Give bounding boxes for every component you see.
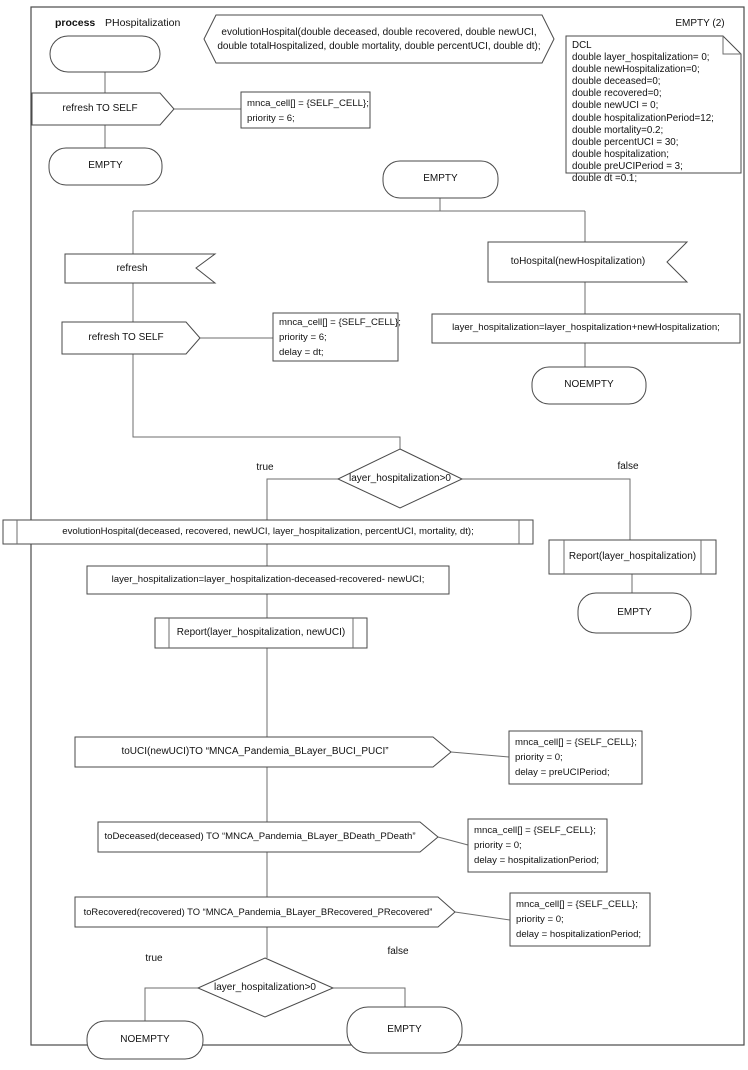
dcl-note-fold [722,36,741,55]
branch-false-2-label: false [387,946,409,957]
dcl-text: DCL double layer_hospitalization= 0; dou… [572,40,714,185]
input-refresh-shape [64,253,217,284]
task-subtract-shape [86,565,450,595]
dcl-line: double newHospitalization=0; [572,64,700,76]
comment-5-text: mnca_cell[] = {SELF_CELL}; priority = 0;… [516,897,641,942]
decision-2-label: layer_hospitalization>0 [213,982,316,993]
procedure-evolution-label: evolutionHospital(deceased, recovered, n… [62,526,474,537]
output-refresh-to-self-2-shape [61,321,201,355]
dcl-line: double preUCIPeriod = 3; [572,160,683,172]
dcl-note-shape [565,35,742,174]
dcl-line: double hospitalization; [572,148,669,160]
procedure-report1-shape [548,539,717,575]
dcl-line: double recovered=0; [572,88,662,100]
procedure-report2-shape [154,617,368,649]
procedure-signature-text: evolutionHospital(double deceased, doubl… [206,26,552,53]
state-noempty-right-shape [531,366,647,405]
dcl-line: double mortality=0.2; [572,124,664,136]
output-refresh-to-self-2-label: refresh TO SELF [88,332,164,343]
state-empty-false-label: EMPTY [617,607,652,618]
dcl-line: DCL [572,40,592,51]
state-noempty-bottom-shape [86,1020,204,1060]
comment-line: mnca_cell[] = {SELF_CELL}; [516,899,638,910]
state-empty-bottom-label: EMPTY [387,1024,422,1035]
procedure-evolution-shape [2,519,534,545]
output-todeceased-label: toDeceased(deceased) TO “MNCA_Pandemia_B… [104,831,416,842]
connectors [104,72,633,1021]
output-todeceased-shape [97,821,439,853]
branch-true-1-label: true [256,462,274,473]
state-empty-bottom-shape [346,1006,463,1054]
start-shape [49,35,161,73]
output-refresh-to-self-1-shape [31,92,175,126]
comment-line: priority = 6; [247,113,295,124]
comment-box-1 [240,91,371,129]
comment-2-text: mnca_cell[] = {SELF_CELL}; priority = 6;… [279,315,401,360]
comment-box-3 [508,730,643,785]
process-kind-label: process [55,17,96,29]
dcl-line: double layer_hospitalization= 0; [572,52,710,64]
comment-line: delay = dt; [279,347,324,358]
comment-line: priority = 0; [515,752,563,763]
comment-line: mnca_cell[] = {SELF_CELL}; [247,98,369,109]
comment-line: delay = preUCIPeriod; [515,767,610,778]
process-name-label: PHospitalization [105,17,181,29]
procedure-report2-bars [168,618,354,648]
output-touci-label: toUCI(newUCI)TO “MNCA_Pandemia_BLayer_BU… [121,746,389,757]
comment-1-text: mnca_cell[] = {SELF_CELL}; priority = 6; [247,96,369,126]
signature-line-1: evolutionHospital(double deceased, doubl… [221,27,537,38]
comment-box-5 [509,892,651,947]
comment-line: mnca_cell[] = {SELF_CELL}; [474,825,596,836]
comment-4-text: mnca_cell[] = {SELF_CELL}; priority = 0;… [474,823,599,868]
comment-box-4 [467,818,608,873]
state-empty-false-shape [577,592,692,634]
signature-line-2: double totalHospitalized, double mortali… [217,40,541,52]
comment-box-2 [272,312,399,362]
state-noempty-right-label: NOEMPTY [564,379,614,390]
comment-line: priority = 0; [516,914,564,925]
comment-line: priority = 0; [474,840,522,851]
decision-2-shape [196,957,335,1018]
task-subtract-label: layer_hospitalization=layer_hospitalizat… [111,574,425,585]
input-tohospital-shape [487,241,689,283]
task-add-hospitalization-shape [431,313,741,344]
branch-true-2-label: true [145,953,163,964]
comment-line: priority = 6; [279,332,327,343]
dcl-line: double hospitalizationPeriod=12; [572,112,714,124]
dcl-line: double deceased=0; [572,76,661,88]
input-refresh-label: refresh [116,263,148,274]
input-tohospital-label: toHospital(newHospitalization) [510,256,646,267]
decision-1-shape [336,448,464,509]
comment-line: delay = hospitalizationPeriod; [516,929,642,940]
dcl-line: double dt =0.1; [572,173,638,185]
output-torecovered-shape [74,896,456,928]
page-label: EMPTY (2) [675,18,725,29]
procedure-signature-shape [203,14,555,64]
procedure-report1-bars [563,540,702,574]
comment-line: mnca_cell[] = {SELF_CELL}; [279,317,401,328]
output-touci-shape [74,736,452,768]
comment-line: mnca_cell[] = {SELF_CELL}; [515,737,637,748]
dcl-line: double newUCI = 0; [572,100,659,112]
dcl-line: double percentUCI = 30; [572,136,679,148]
procedure-report2-label: Report(layer_hospitalization, newUCI) [176,627,346,638]
state-empty-top-left-shape [48,147,163,186]
output-torecovered-label: toRecovered(recovered) TO “MNCA_Pandemia… [83,906,433,917]
decision-1-label: layer_hospitalization>0 [348,473,451,484]
procedure-evolution-bars [16,520,520,544]
state-empty-main-shape [382,160,499,199]
comment-3-text: mnca_cell[] = {SELF_CELL}; priority = 0;… [515,735,637,780]
comment-line: delay = hospitalizationPeriod; [474,855,600,866]
task-add-hospitalization-label: layer_hospitalization=layer_hospitalizat… [452,322,720,333]
state-noempty-bottom-label: NOEMPTY [120,1034,170,1045]
state-empty-main-label: EMPTY [423,173,458,184]
state-empty-top-left-label: EMPTY [88,160,123,171]
branch-false-1-label: false [617,461,639,472]
procedure-report1-label: Report(layer_hospitalization) [568,551,697,562]
output-refresh-to-self-1-label: refresh TO SELF [62,103,138,114]
